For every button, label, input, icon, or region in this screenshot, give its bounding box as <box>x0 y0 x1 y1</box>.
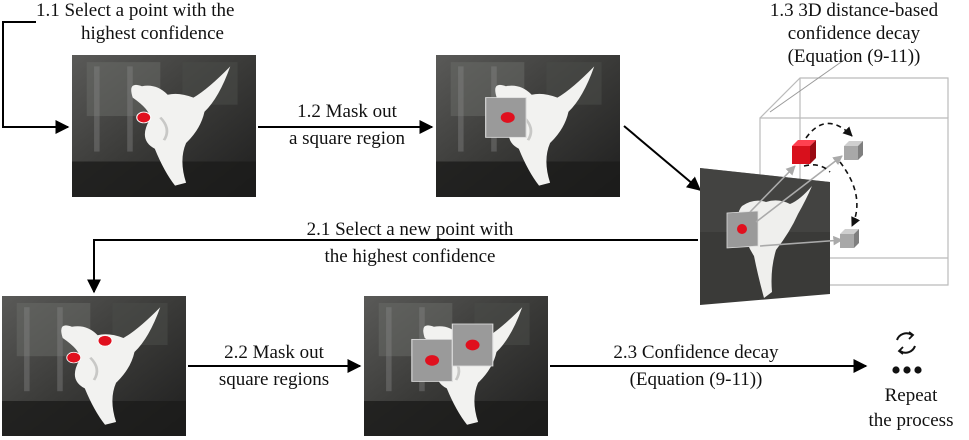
label-step-2-1: 2.1 Select a new point with the highest … <box>260 218 560 268</box>
label-step-2-2: 2.2 Mask out square regions <box>188 341 360 391</box>
projection-line <box>759 235 843 247</box>
selected-point <box>425 355 440 366</box>
red-cube <box>792 140 816 164</box>
label-step-2-3: 2.3 Confidence decay (Equation (9-11)) <box>586 341 806 391</box>
mask-square <box>485 97 527 138</box>
label-repeat-line2: the process <box>868 410 954 431</box>
label-step-1-3-line1: 1.3 3D distance-based <box>769 0 939 21</box>
selected-point <box>66 351 82 364</box>
label-step-1-1-line1: 1.1 Select a point with the <box>36 0 235 21</box>
label-repeat: Repeat the process <box>858 384 964 432</box>
label-step-1-3: 1.3 3D distance-based confidence decay (… <box>734 0 969 68</box>
arrow-into-step-1 <box>2 21 70 134</box>
label-step-1-1-line2: highest confidence <box>81 23 224 44</box>
label-step-2-3-line1: 2.3 Confidence decay <box>613 342 779 363</box>
label-step-1-1: 1.1 Select a point with the highest conf… <box>36 0 234 45</box>
label-step-2-1-line1: 2.1 Select a new point with <box>306 219 514 240</box>
label-step-2-3-line2: (Equation (9-11)) <box>629 369 763 390</box>
cycle-arrows-icon <box>896 331 916 355</box>
label-step-1-2-line1: 1.2 Mask out <box>297 101 397 122</box>
label-step-2-1-line2: the highest confidence <box>324 246 496 267</box>
gray-cube <box>844 141 863 160</box>
photo-step-1-2 <box>436 55 620 197</box>
photo-step-1-1 <box>72 55 256 197</box>
leader-line-1-3 <box>769 59 845 113</box>
label-step-1-2-line2: a square region <box>288 128 406 149</box>
label-step-1-2: 1.2 Mask out a square region <box>262 100 432 150</box>
selected-point <box>136 111 152 124</box>
arrow-1-2-to-1-3 <box>623 125 702 191</box>
decay-arc <box>803 161 857 226</box>
photo-step-1-3-tilted <box>700 168 830 305</box>
gray-cube <box>840 229 859 248</box>
decay-arc <box>805 122 853 139</box>
new-point <box>97 335 113 347</box>
label-step-2-2-line1: 2.2 Mask out <box>224 342 324 363</box>
arrow-return-to-row-2 <box>87 239 698 294</box>
label-step-1-3-line3: (Equation (9-11)) <box>787 46 921 67</box>
projection-line <box>755 155 843 223</box>
new-point <box>465 339 480 351</box>
photo-step-2-1 <box>2 296 186 436</box>
selected-point <box>500 112 515 123</box>
label-step-2-2-line2: square regions <box>218 369 330 390</box>
projection-line <box>749 165 796 213</box>
label-repeat-line1: Repeat <box>884 385 938 406</box>
ellipsis-dots-icon <box>892 366 922 374</box>
photo-step-2-2 <box>364 296 548 436</box>
label-step-1-3-line2: confidence decay <box>787 23 921 44</box>
selected-point <box>737 224 747 234</box>
